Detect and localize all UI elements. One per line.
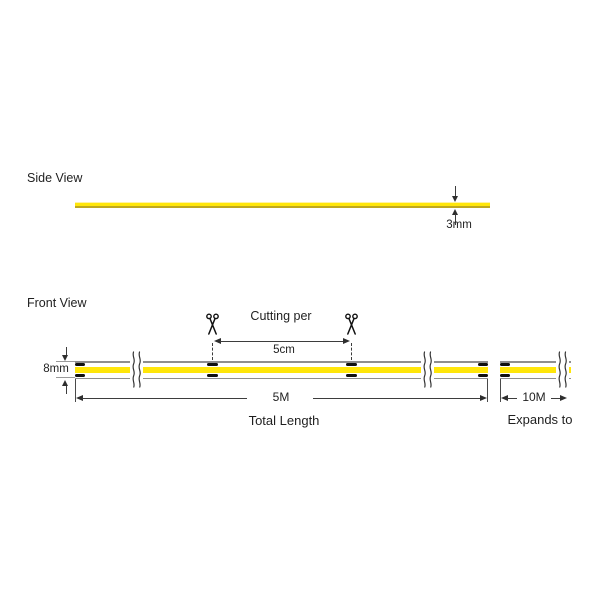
thickness-arrow-line-top [454,186,456,197]
cut-pad [478,374,488,378]
cut-pad [500,363,510,367]
cut-pad [345,374,357,378]
cut-pad [478,363,488,367]
total-length-caption: Total Length [248,413,320,428]
strip-led-band [75,367,488,373]
thickness-value: 3mm [446,219,472,231]
expansion-strip [500,361,571,379]
cut-pad [206,363,218,367]
strip-led-band [500,367,571,373]
side-view-title: Side View [27,171,83,185]
front-view-strip [75,361,488,379]
cut-interval-value: 5cm [273,343,295,356]
cut-guide-dashed-line [351,343,352,360]
strip-top-edge [500,361,571,363]
side-view-strip [75,202,490,208]
length-extension-line-left [74,379,76,402]
expansion-extension-line [499,379,501,402]
cut-pad [75,374,85,378]
strip-bottom-edge [75,377,488,379]
cut-pad [500,374,510,378]
total-length-value: 5M [272,389,290,404]
width-arrow-line-top [65,347,67,355]
width-extension-line-bottom [56,377,75,379]
expansion-caption: Expands to [507,412,573,427]
break-mark-icon [130,351,143,388]
scissors-icon [345,313,358,335]
arrow-left-icon [76,394,83,401]
break-mark-icon [556,351,569,388]
arrow-left-icon [214,337,221,344]
cutting-caption: Cutting per [250,309,312,323]
arrow-right-icon [560,394,567,401]
break-mark-icon [421,351,434,388]
expansion-dimension-line [551,397,561,399]
width-arrow-line-bottom [65,385,67,394]
arrow-left-icon [501,394,508,401]
front-view-title: Front View [27,296,87,310]
arrow-down-icon [451,196,458,202]
arrow-down-icon [62,354,69,361]
arrow-right-icon [480,394,487,401]
cut-pad [206,374,218,378]
cut-pad [75,363,85,367]
arrow-up-icon [451,208,458,215]
scissors-icon [206,313,219,335]
expansion-value: 10M [522,389,546,404]
total-length-dimension-line [313,397,481,399]
cut-guide-dashed-line [212,343,213,360]
strip-top-edge [75,361,488,363]
strip-bottom-edge [500,377,571,379]
cut-pad [345,363,357,367]
thickness-arrow-line-bottom [454,214,456,225]
expansion-dimension-line [507,397,517,399]
cut-interval-dimension-line [220,340,344,342]
width-extension-line-top [56,360,75,362]
strip-width-value: 8mm [43,362,69,375]
total-length-dimension-line [82,397,247,399]
length-extension-line-right [487,379,488,402]
arrow-up-icon [62,379,69,386]
arrow-right-icon [343,337,351,344]
